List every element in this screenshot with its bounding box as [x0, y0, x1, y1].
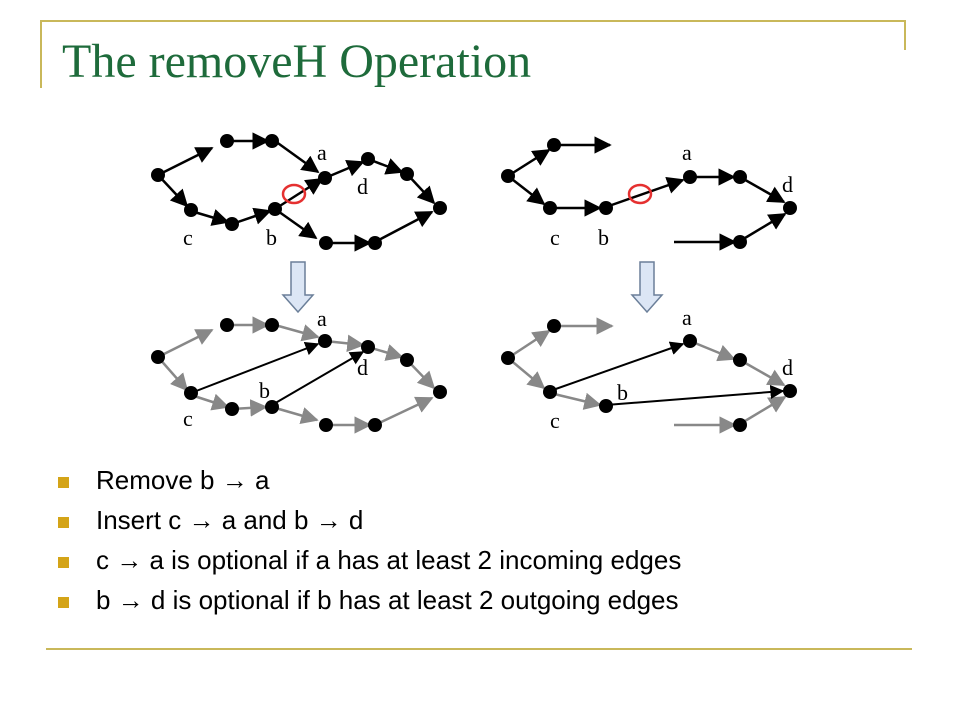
graph-bottom-right-faded — [507, 317, 787, 434]
bullet-text: Remove b → a — [96, 465, 270, 495]
graph-bottom-right-new-edges — [549, 341, 785, 406]
node-label-c-top-left: c — [183, 225, 193, 250]
frame-left-rule — [40, 20, 42, 88]
slide-title: The removeH Operation — [62, 35, 532, 88]
node-label-c-bottom-right: c — [550, 408, 560, 433]
bullet-item: b → d is optional if b has at least 2 ou… — [58, 582, 681, 622]
node-label-c-bottom-left: c — [183, 406, 193, 431]
graph-bottom-left-new-edges — [190, 342, 365, 406]
graph-top-right-nodes — [501, 138, 797, 249]
removed-edge-marker-right — [627, 183, 653, 205]
frame-top-rule — [40, 20, 906, 22]
transform-arrow-left — [281, 261, 315, 314]
graph-top-left-nodes — [151, 134, 447, 250]
node-label-b-bottom-right: b — [617, 380, 628, 405]
node-label-d-bottom-right: d — [782, 355, 793, 380]
node-label-b-bottom-left: b — [259, 378, 270, 403]
bullet-marker — [58, 517, 69, 528]
graph-top-left — [157, 132, 436, 252]
bullet-marker — [58, 597, 69, 608]
node-label-a-bottom-left: a — [317, 306, 327, 331]
graph-top-right — [507, 136, 787, 251]
node-label-d-top-right: d — [782, 172, 793, 197]
node-label-b-top-right: b — [598, 225, 609, 250]
frame-bottom-rule — [46, 648, 912, 650]
bullet-item: Insert c → a and b → d — [58, 502, 681, 542]
node-label-a-bottom-right: a — [682, 305, 692, 330]
bullet-list: Remove b → a Insert c → a and b → d c → … — [58, 462, 681, 622]
node-label-a-top-left: a — [317, 140, 327, 165]
node-label-d-bottom-left: d — [357, 355, 368, 380]
node-label-a-top-right: a — [682, 140, 692, 165]
bullet-item: c → a is optional if a has at least 2 in… — [58, 542, 681, 582]
frame-right-rule — [904, 20, 906, 50]
bullet-item: Remove b → a — [58, 462, 681, 502]
graph-bottom-left-faded — [157, 316, 436, 434]
bullet-text: c → a is optional if a has at least 2 in… — [96, 545, 682, 575]
graph-bottom-right-nodes — [501, 319, 797, 432]
node-label-b-top-left: b — [266, 225, 277, 250]
bullet-text: b → d is optional if b has at least 2 ou… — [96, 585, 679, 615]
transform-arrow-right — [630, 261, 664, 314]
node-label-d-top-left: d — [357, 174, 368, 199]
graph-bottom-left-nodes — [151, 318, 447, 432]
bullet-text: Insert c → a and b → d — [96, 505, 364, 535]
removed-edge-marker-left — [281, 183, 307, 205]
bullet-marker — [58, 557, 69, 568]
bullet-marker — [58, 477, 69, 488]
node-label-c-top-right: c — [550, 225, 560, 250]
